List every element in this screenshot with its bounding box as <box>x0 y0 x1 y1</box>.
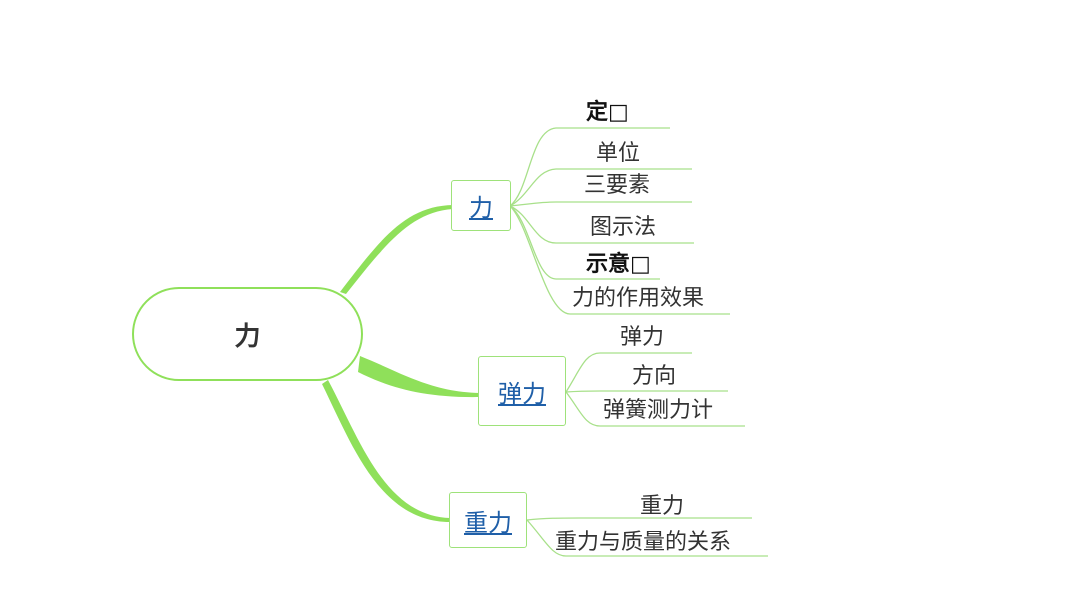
connector-force-definition <box>509 127 670 207</box>
branch-node-elastic[interactable]: 弹力 <box>478 356 566 426</box>
force-subconnectors <box>509 127 730 315</box>
connector-force-effects <box>509 205 730 315</box>
connector-elastic-spring-scale <box>565 391 745 427</box>
connector-force-three-elements <box>509 201 692 207</box>
root-node-force[interactable]: 力 <box>132 287 363 381</box>
elastic-subconnectors <box>565 352 745 427</box>
gravity-subconnectors <box>526 517 768 557</box>
branch-link-elastic[interactable]: 弹力 <box>498 379 546 408</box>
leaf-three-elements[interactable]: 三要素 <box>584 173 651 198</box>
connector-force-diagram-method <box>509 205 694 244</box>
connector-gravity-mass-relation <box>526 519 768 557</box>
connector-force-unit <box>509 168 692 207</box>
leaf-unit[interactable]: 单位 <box>596 141 641 166</box>
leaf-diagram-method[interactable]: 图示法 <box>590 215 657 240</box>
root-node-label: 力 <box>234 321 261 352</box>
connector-root-to-gravity <box>322 380 450 522</box>
connector-root-to-elastic <box>358 356 480 398</box>
branch-link-gravity[interactable]: 重力 <box>464 508 512 537</box>
connector-gravity-gravity <box>526 517 752 521</box>
connector-root-to-force <box>340 205 453 294</box>
leaf-direction[interactable]: 方向 <box>632 364 677 389</box>
leaf-definition[interactable]: 定□ <box>586 100 629 125</box>
leaf-gravity[interactable]: 重力 <box>640 494 685 519</box>
branch-link-force[interactable]: 力 <box>469 194 493 222</box>
connector-elastic-direction <box>565 390 728 393</box>
leaf-spring-scale[interactable]: 弹簧测力计 <box>603 398 714 423</box>
branch-node-force[interactable]: 力 <box>451 180 511 231</box>
leaf-schematic[interactable]: 示意□ <box>586 252 651 277</box>
connector-force-schematic <box>509 205 660 280</box>
leaf-force-effects[interactable]: 力的作用效果 <box>572 286 705 311</box>
leaf-gravity-mass-relation[interactable]: 重力与质量的关系 <box>555 530 732 555</box>
leaf-elastic[interactable]: 弹力 <box>620 325 665 350</box>
branch-node-gravity[interactable]: 重力 <box>449 492 527 548</box>
connector-elastic-elastic <box>565 352 692 393</box>
